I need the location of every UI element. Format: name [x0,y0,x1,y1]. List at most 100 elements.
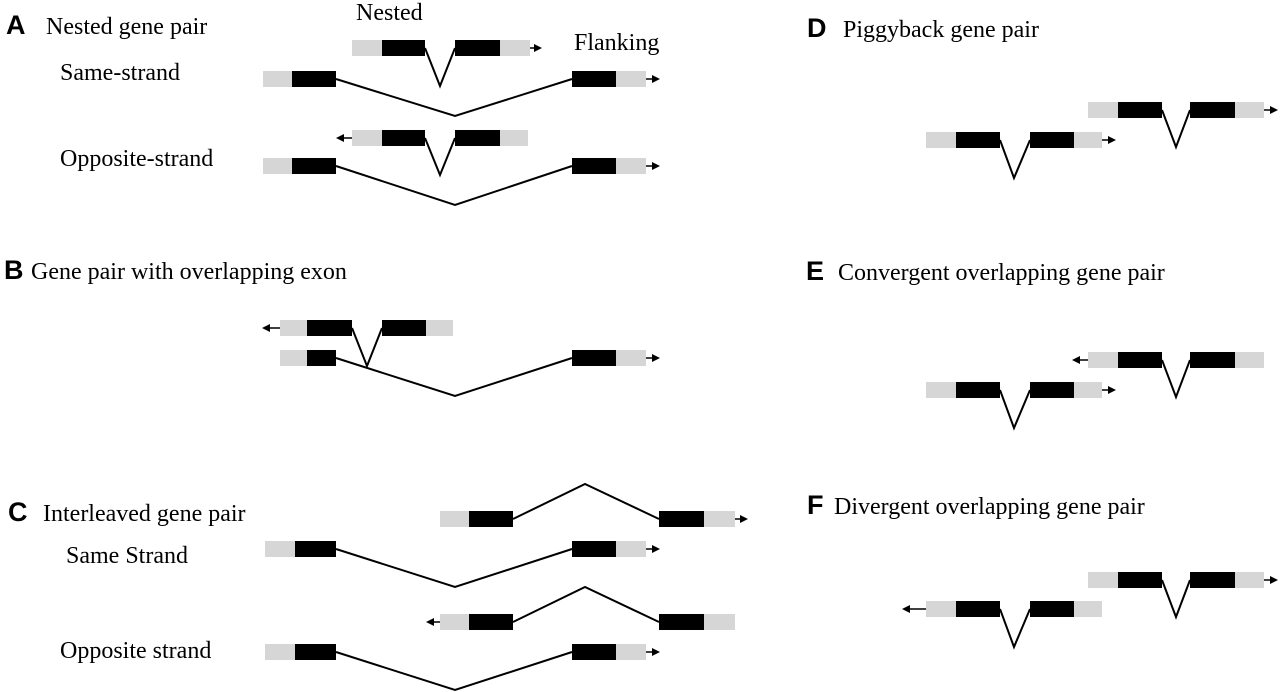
interleaved-gene-top-opposite-utr-0 [440,614,469,630]
overlap-gene-bottom-arrow-head [652,354,660,362]
interleaved-gene-bottom-opposite-exon-2 [572,644,616,660]
interleaved-gene-top-opposite-exon-1 [469,614,513,630]
nested-gene-same-exon-2 [455,40,500,56]
opposite-strand-label-c: Opposite strand [60,638,211,664]
overlap-gene-top-exon-2 [382,320,426,336]
convergent-gene-right-arrow-head [1072,356,1080,364]
divergent-gene-left-intron-0 [999,608,1031,650]
piggyback-gene-right-intron-0 [1161,109,1191,150]
nested-gene-opposite-exon-2 [455,130,500,146]
overlap-gene-top-utr-3 [426,320,453,336]
divergent-gene-right-arrow-head [1270,576,1278,584]
interleaved-gene-bottom-opposite-utr-3 [616,644,646,660]
overlap-gene-bottom-intron-0 [335,357,573,398]
convergent-gene-right-exon-1 [1118,352,1162,368]
interleaved-gene-top-opposite-intron-0 [512,585,660,623]
panel-f-letter: F [807,490,824,520]
interleaved-gene-top-opposite-arrow-head [426,618,434,626]
interleaved-gene-bottom-same-intron-0 [335,548,573,589]
interleaved-gene-top-same-exon-2 [659,511,704,527]
interleaved-gene-top-opposite-exon-2 [659,614,704,630]
piggyback-gene-right-arrow-head [1270,106,1278,114]
piggyback-gene-right-exon-1 [1118,102,1162,118]
piggyback-gene-left-intron-0 [999,139,1031,181]
interleaved-gene-bottom-opposite-exon-1 [295,644,336,660]
convergent-gene-left-exon-1 [956,382,1000,398]
panel-c: C Interleaved gene pair Same Strand Oppo… [8,482,748,692]
convergent-gene-left-utr-3 [1074,382,1102,398]
interleaved-gene-bottom-same-exon-2 [572,541,616,557]
same-strand-label-c: Same Strand [66,543,188,569]
piggyback-gene-right-utr-3 [1235,102,1264,118]
panel-c-genes [265,482,748,692]
interleaved-gene-top-opposite-utr-3 [704,614,735,630]
interleaved-gene-top-same-exon-1 [469,511,513,527]
overlap-gene-top-arrow-head [262,324,270,332]
flanking-gene-same-arrow-head [652,75,660,83]
panel-b-letter: B [4,255,24,285]
panel-f: F Divergent overlapping gene pair [807,490,1278,650]
nested-gene-same-exon-1 [382,40,425,56]
flanking-label: Flanking [574,30,659,56]
interleaved-gene-bottom-same-exon-1 [295,541,336,557]
interleaved-gene-top-same-intron-0 [512,482,660,520]
convergent-gene-left-exon-2 [1030,382,1074,398]
divergent-gene-right-exon-2 [1190,572,1235,588]
panel-e-title: Convergent overlapping gene pair [838,260,1165,286]
flanking-gene-opposite-intron-0 [335,165,573,207]
panel-a-genes [263,40,660,207]
convergent-gene-right-exon-2 [1190,352,1235,368]
piggyback-gene-right-utr-0 [1088,102,1118,118]
divergent-gene-right-intron-0 [1161,579,1191,620]
panel-b-title: Gene pair with overlapping exon [31,259,347,285]
opposite-strand-label: Opposite-strand [60,146,213,172]
flanking-gene-same-exon-1 [292,71,336,87]
nested-gene-opposite-utr-3 [500,130,528,146]
overlap-gene-top-utr-0 [280,320,307,336]
divergent-gene-left-arrow-head [902,605,910,613]
divergent-gene-right-utr-3 [1235,572,1264,588]
nested-gene-opposite-exon-1 [382,130,425,146]
piggyback-gene-left-utr-3 [1074,132,1102,148]
nested-label: Nested [356,0,423,26]
interleaved-gene-bottom-same-utr-0 [265,541,295,557]
interleaved-gene-top-same-utr-0 [440,511,469,527]
panel-e-genes [926,352,1264,431]
panel-d-genes [926,102,1278,181]
overlap-gene-bottom-utr-0 [280,350,307,366]
nested-gene-opposite-utr-0 [352,130,382,146]
flanking-gene-opposite-exon-2 [572,158,616,174]
divergent-gene-right-utr-0 [1088,572,1118,588]
interleaved-gene-bottom-opposite-intron-0 [335,651,573,692]
divergent-gene-left-exon-1 [956,601,1000,617]
panel-a: A Nested gene pair Nested Flanking Same-… [6,0,660,207]
panel-f-title: Divergent overlapping gene pair [834,494,1145,520]
piggyback-gene-left-exon-2 [1030,132,1074,148]
convergent-gene-right-utr-3 [1235,352,1264,368]
panel-b: B Gene pair with overlapping exon [4,255,660,398]
flanking-gene-same-intron-0 [335,78,573,118]
convergent-gene-right-intron-0 [1161,359,1191,400]
panel-d-title: Piggyback gene pair [843,17,1039,43]
convergent-gene-left-intron-0 [999,389,1031,431]
interleaved-gene-top-same-arrow-head [740,515,748,523]
interleaved-gene-bottom-opposite-utr-0 [265,644,295,660]
overlap-gene-bottom-exon-1 [307,350,336,366]
panel-a-letter: A [6,10,26,40]
convergent-gene-left-arrow-head [1108,386,1116,394]
divergent-gene-left-exon-2 [1030,601,1074,617]
panel-d-letter: D [807,13,827,43]
piggyback-gene-left-utr-0 [926,132,956,148]
flanking-gene-opposite-arrow-head [652,162,660,170]
interleaved-gene-bottom-opposite-arrow-head [652,648,660,656]
interleaved-gene-bottom-same-arrow-head [652,545,660,553]
overlap-gene-top-exon-1 [307,320,352,336]
panel-b-genes [262,320,660,398]
convergent-gene-left-utr-0 [926,382,956,398]
panel-c-title: Interleaved gene pair [43,501,246,527]
flanking-gene-opposite-exon-1 [292,158,336,174]
flanking-gene-same-utr-3 [616,71,646,87]
panel-f-genes [902,572,1278,650]
nested-gene-opposite-arrow-head [336,134,344,142]
